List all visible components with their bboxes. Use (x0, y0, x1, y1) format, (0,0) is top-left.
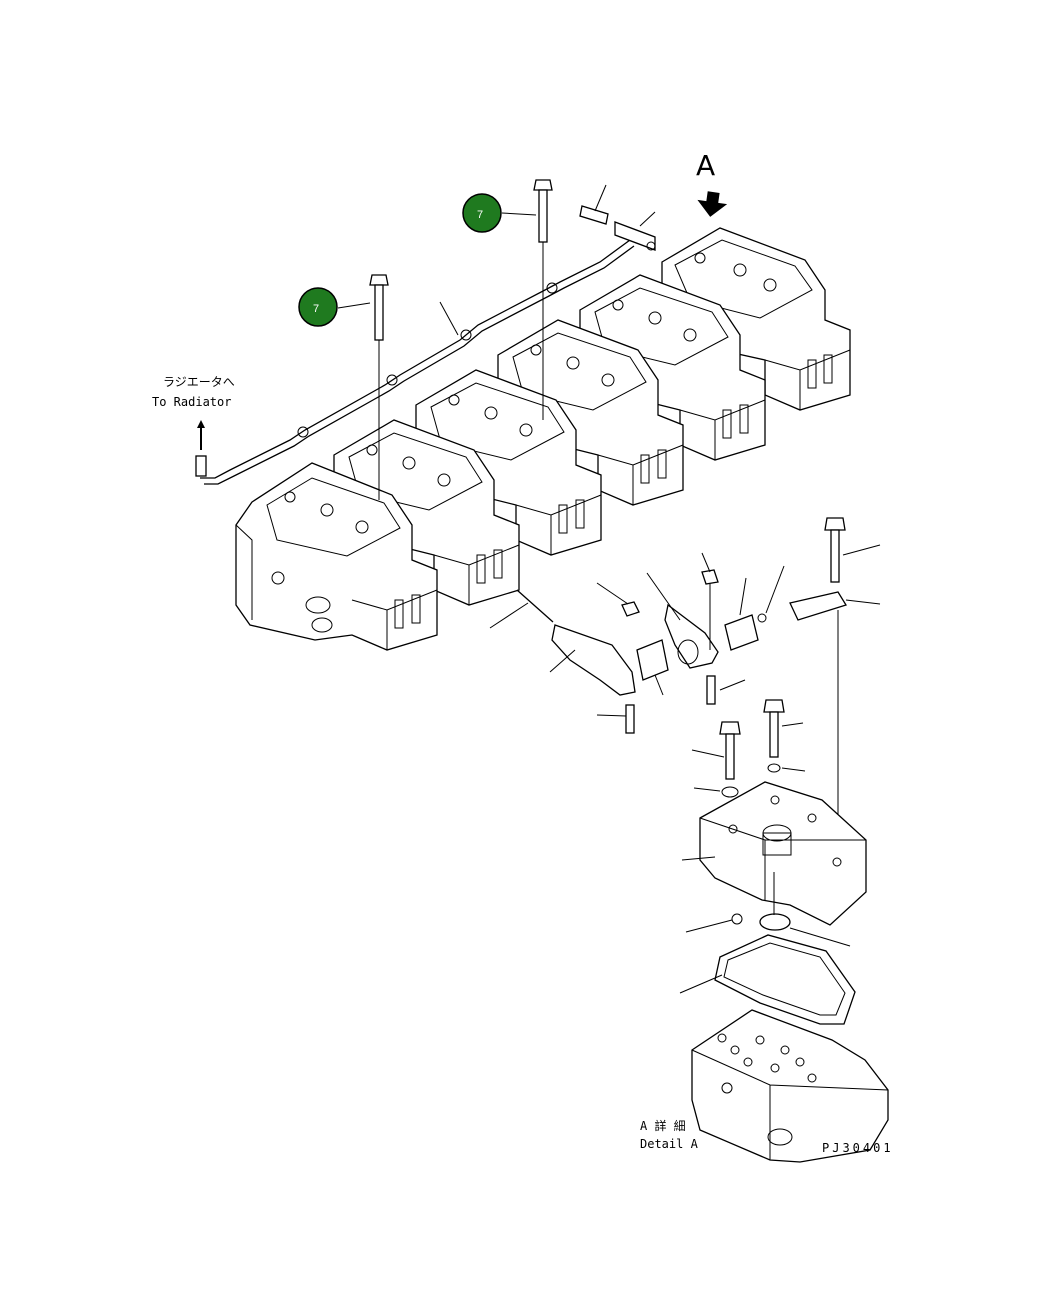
coolant-pipe (195, 184, 656, 485)
seal-parts (679, 913, 856, 1025)
radiator-arrow-icon (197, 420, 205, 450)
detail-label-en: Detail A (640, 1137, 699, 1151)
view-arrow-icon (697, 191, 728, 217)
callout-marker-2[interactable]: 7 (462, 193, 537, 233)
view-label: A (696, 149, 715, 182)
radiator-label-en: To Radiator (152, 395, 231, 409)
radiator-label-jp: ラジエータへ (163, 375, 235, 389)
detail-a-cylinder-head (691, 1009, 889, 1163)
cylinder-head-1 (235, 462, 438, 651)
detail-label-jp: A 詳 細 (640, 1118, 686, 1133)
rocker-arm-exploded (489, 517, 881, 850)
callout-number-1: 7 (313, 303, 319, 315)
callout-number-2: 7 (477, 209, 483, 221)
drawing-code: PJ30401 (822, 1141, 894, 1155)
mounting-bolt-2 (533, 179, 553, 420)
mounting-bolt-1 (369, 274, 389, 500)
bracket-bolts (691, 699, 806, 798)
callout-marker-1[interactable]: 7 (298, 287, 371, 327)
cylinder-head-bank (235, 227, 851, 651)
rocker-bracket (681, 781, 867, 926)
cylinder-head-3 (415, 369, 602, 556)
